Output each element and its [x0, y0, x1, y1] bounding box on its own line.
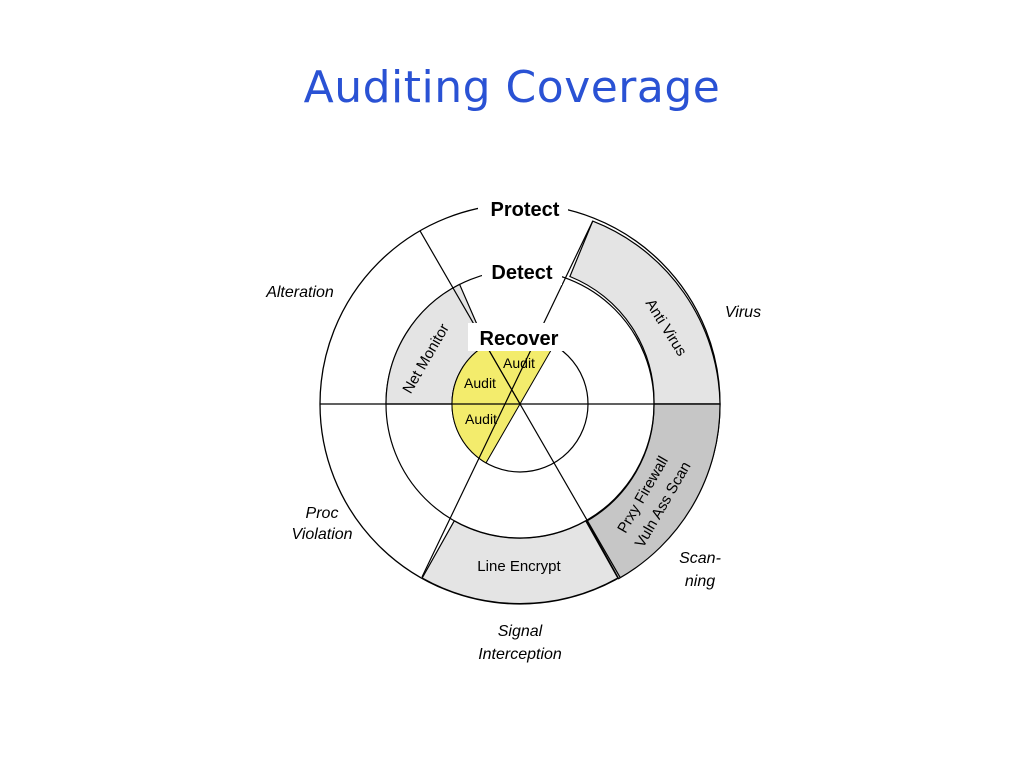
segment-audit [451, 403, 521, 464]
segment-label-line-encrypt: Line Encrypt [477, 558, 561, 575]
ring-label-detect: Detect [491, 262, 552, 284]
ring-label-protect: Protect [491, 199, 560, 221]
threat-label-alteration: Alteration [265, 284, 334, 301]
ring-label-recover: Recover [480, 328, 559, 350]
radial-lines [320, 220, 720, 578]
threat-label-virus: Virus [725, 304, 761, 321]
audit-label: Audit [465, 411, 497, 427]
audit-label: Audit [464, 375, 496, 391]
threat-label-proc-violation: Proc [306, 505, 339, 522]
slide-title: Auditing Coverage [303, 62, 721, 113]
threat-label-scanning: Scan- [679, 550, 721, 567]
threat-label-signal-interception: Signal [498, 623, 543, 640]
audit-label: Audit [503, 355, 535, 371]
threat-label-proc-violation: Violation [291, 526, 352, 543]
threat-label-scanning: ning [685, 573, 715, 590]
threat-label-signal-interception: Interception [478, 646, 562, 663]
